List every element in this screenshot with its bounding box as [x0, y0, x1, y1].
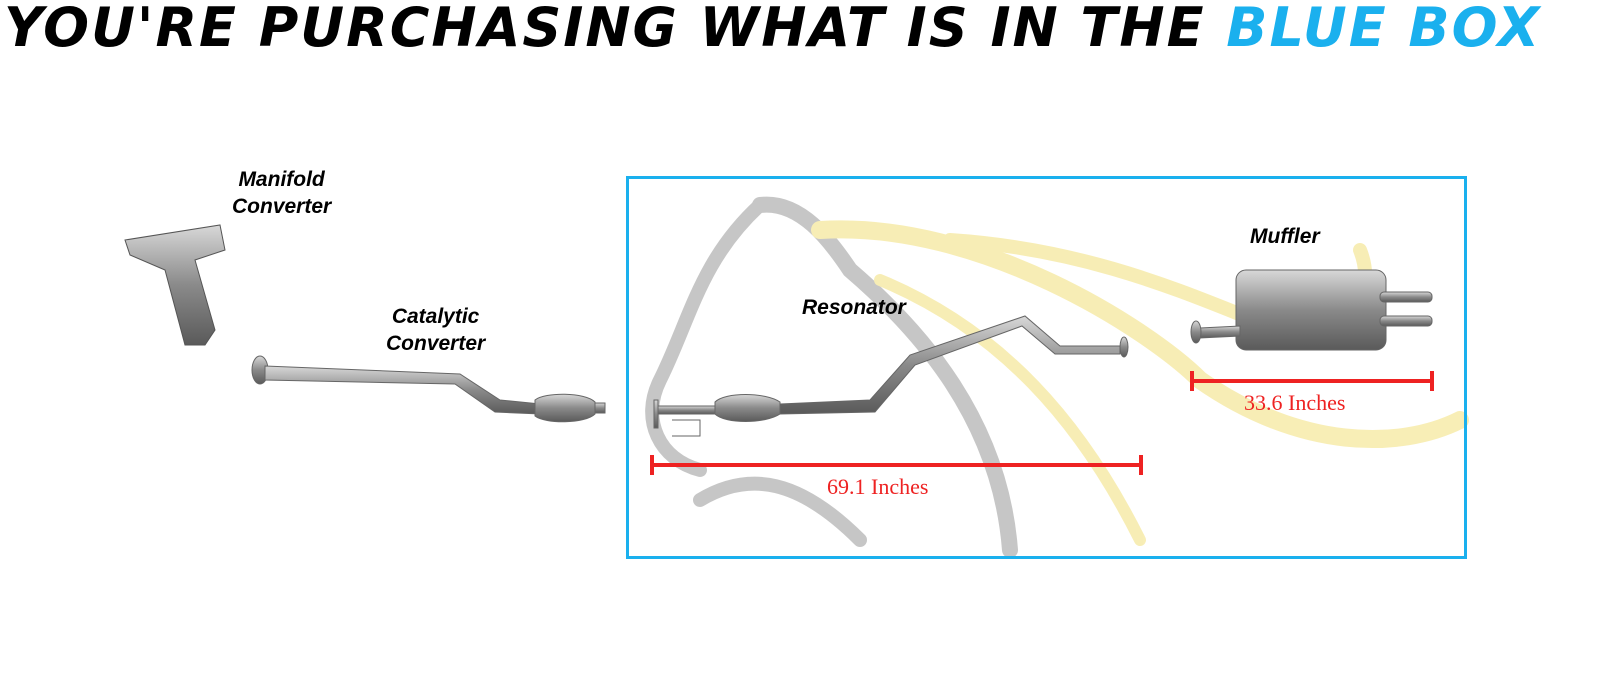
resonator-label: Resonator [802, 296, 906, 319]
measure-line-muffler [1190, 371, 1434, 391]
manifold-label: Manifold Converter [232, 166, 331, 220]
muffler-part [1190, 269, 1433, 351]
catalytic-label-line2: Converter [386, 332, 486, 355]
resonator-part [653, 315, 1129, 437]
blue-box-highlight [626, 176, 1467, 559]
manifold-converter-part [124, 224, 226, 346]
title-text: You're purchasing what is in the [4, 0, 1206, 59]
title-highlight: Blue Box [1226, 0, 1542, 59]
catalytic-label-line1: Catalytic [391, 305, 480, 328]
resonator-length: 69.1 Inches [827, 474, 929, 499]
catalytic-label: Catalytic Converter [386, 303, 485, 357]
manifold-label-line1: Manifold [238, 168, 325, 191]
page-title: You're purchasing what is in the Blue Bo… [4, 0, 1541, 59]
measure-line-resonator [650, 455, 1143, 475]
manifold-label-line2: Converter [232, 195, 332, 218]
muffler-length: 33.6 Inches [1244, 390, 1346, 415]
catalytic-converter-part [251, 355, 606, 423]
muffler-label: Muffler [1250, 225, 1320, 248]
